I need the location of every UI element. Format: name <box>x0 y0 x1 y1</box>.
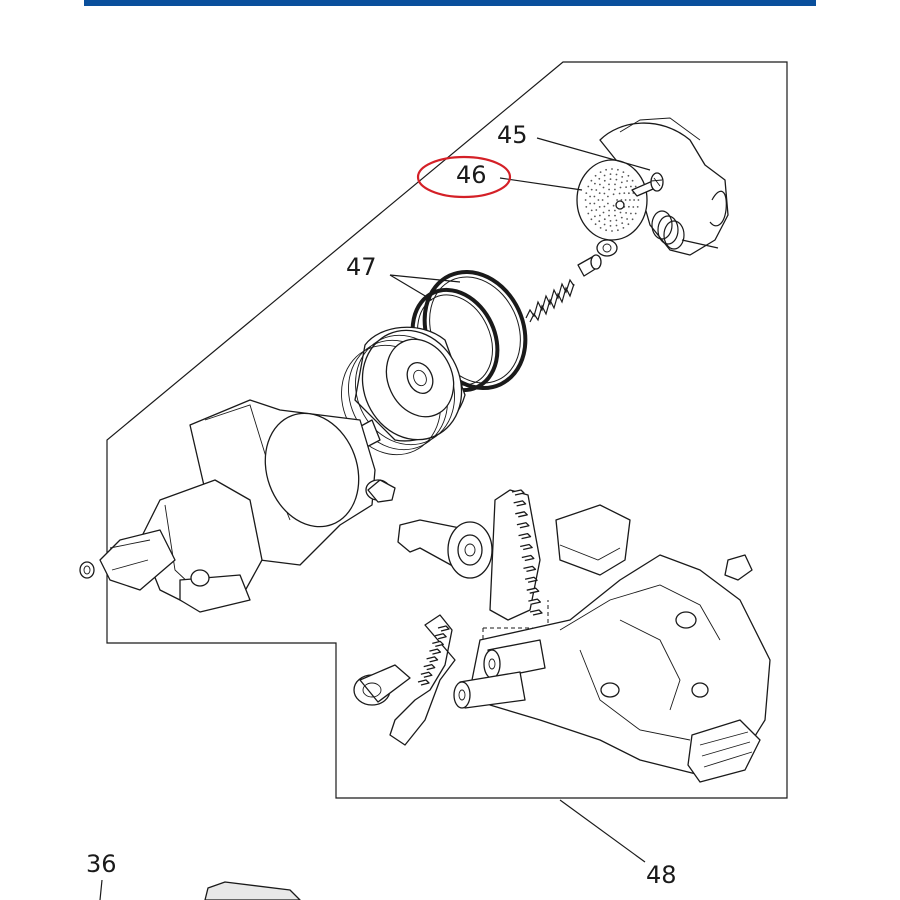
part-36-partial <box>204 881 301 900</box>
callout-47: 47 <box>346 253 377 281</box>
leader-lines <box>99 137 651 900</box>
part-46-filter-disc <box>576 117 729 256</box>
valve-insert <box>577 239 618 277</box>
crank-arm-upper <box>397 489 543 621</box>
torsion-spring <box>651 190 727 250</box>
gear-teeth-lower <box>417 625 450 686</box>
callout-46: 46 <box>456 161 487 189</box>
header-bar <box>84 0 816 6</box>
gear-housing <box>453 504 771 783</box>
gear-teeth-upper <box>511 489 543 616</box>
brew-unit-body <box>79 399 396 613</box>
callout-48: 48 <box>646 861 677 889</box>
highlight-ring-46 <box>416 155 512 199</box>
assembly-boundary <box>106 61 788 799</box>
perforation-dots <box>584 168 640 232</box>
piston <box>341 326 466 456</box>
callout-45: 45 <box>497 121 528 149</box>
callout-36: 36 <box>86 850 117 878</box>
part-45-screw <box>631 172 664 197</box>
compression-spring <box>525 278 575 323</box>
crank-arm-lower <box>353 614 456 746</box>
